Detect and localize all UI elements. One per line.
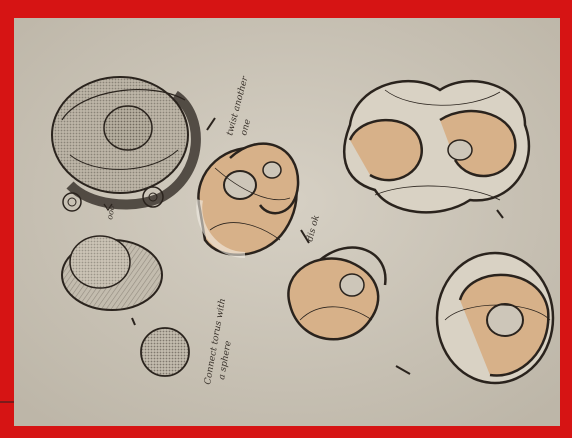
- sketch-sphere: [141, 328, 189, 376]
- sketch-torus-bottom-right: [437, 253, 553, 383]
- sketch-shaded-torus-large: [52, 77, 196, 204]
